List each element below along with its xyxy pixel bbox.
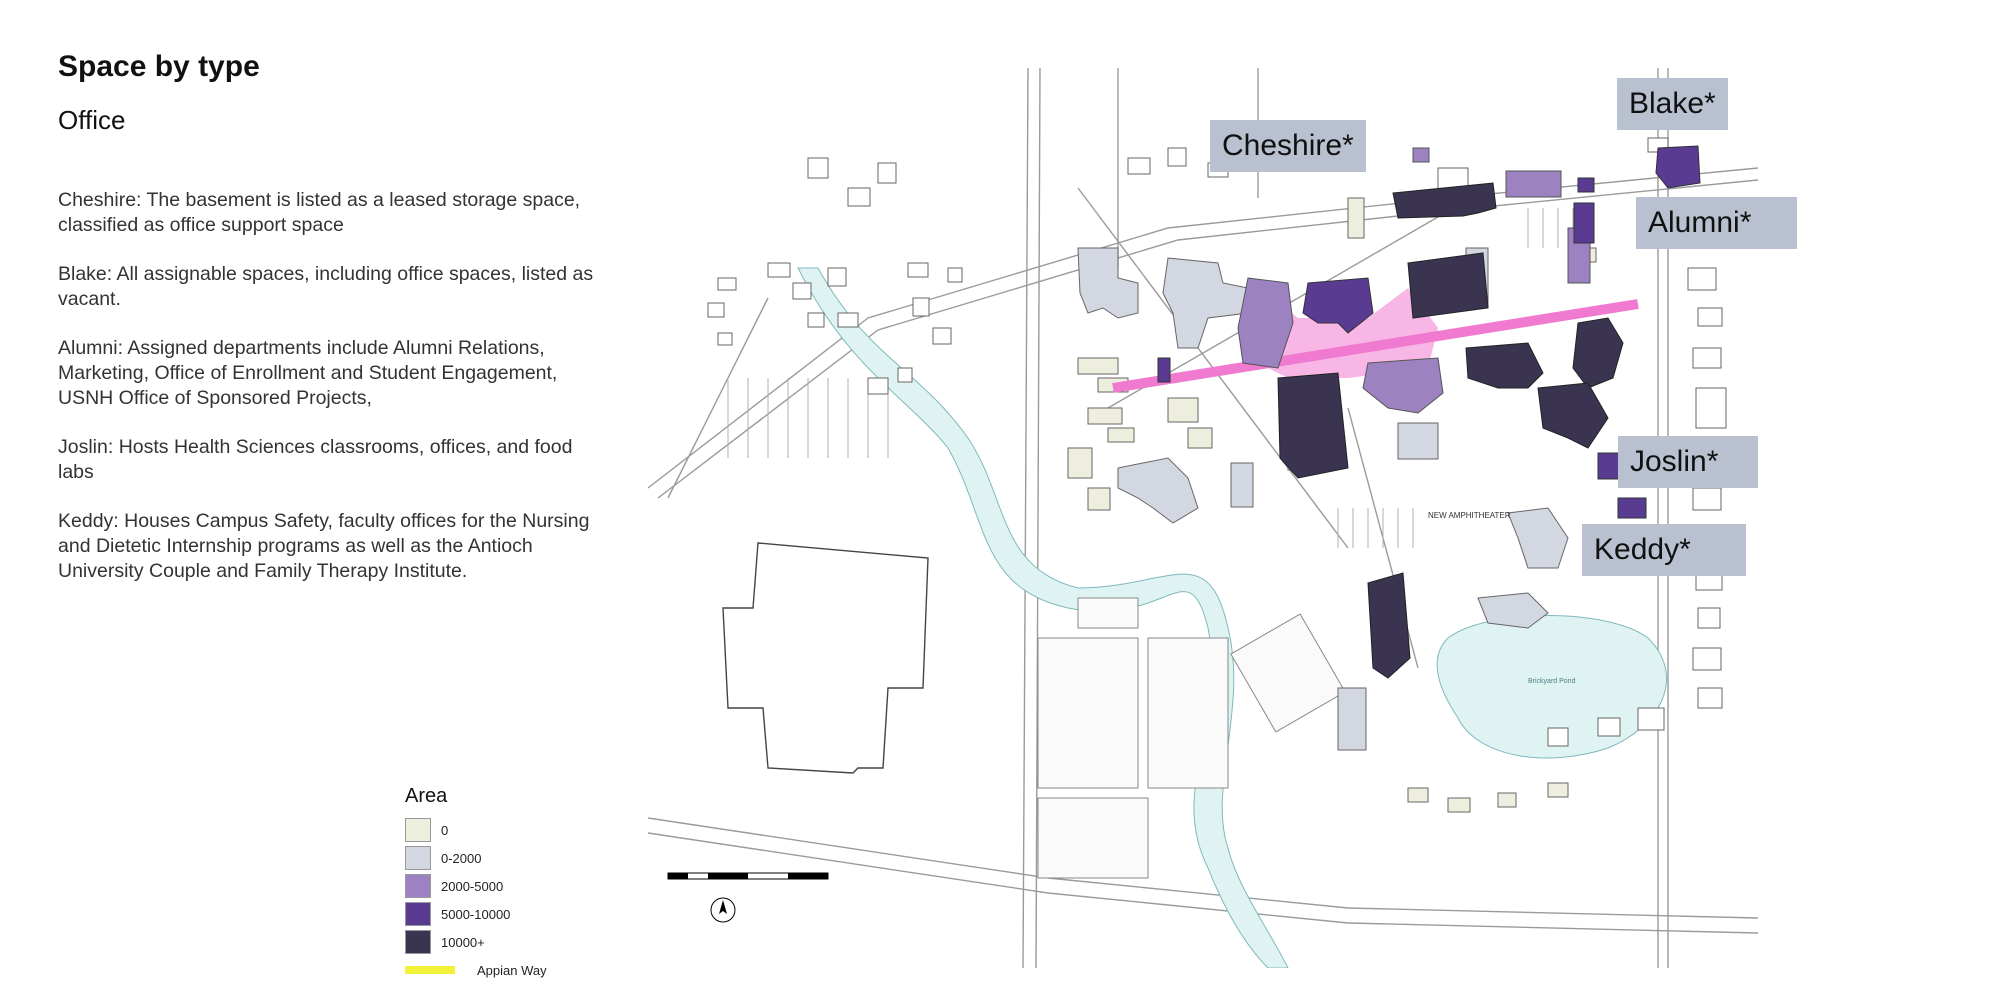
legend-label: 5000-10000 [441, 906, 511, 922]
legend-swatch [405, 930, 431, 954]
map-legend: Area 0 0-2000 2000-5000 5000-10000 10000… [405, 785, 547, 982]
large-building-outline [722, 542, 929, 774]
building-label-alumni: Alumni* [1636, 197, 1797, 249]
building-label-joslin: Joslin* [1618, 436, 1758, 488]
building-label-keddy: Keddy* [1582, 524, 1746, 576]
building-notes: Cheshire: The basement is listed as a le… [58, 188, 603, 608]
buildings-area-0 [1067, 197, 1597, 813]
note-keddy: Keddy: Houses Campus Safety, faculty off… [58, 510, 590, 582]
note-cheshire: Cheshire: The basement is listed as a le… [58, 189, 581, 236]
legend-item: 10000+ [405, 928, 547, 956]
legend-item: 0 [405, 816, 547, 844]
legend-label: 10000+ [441, 934, 485, 950]
sports-fields [1037, 597, 1346, 879]
legend-label: 0-2000 [441, 850, 482, 866]
legend-swatch [405, 846, 431, 870]
road-swatch [405, 966, 455, 974]
legend-title: Area [405, 785, 448, 807]
pond-label: Brickyard Pond [1528, 678, 1576, 685]
north-arrow-icon [710, 897, 736, 923]
buildings-area-5000-10000 [1157, 145, 1701, 519]
scale-bar [667, 872, 829, 880]
legend-road: Appian Way [405, 958, 547, 982]
legend-swatch [405, 818, 431, 842]
small-buildings [707, 107, 1727, 747]
building-label-blake: Blake* [1617, 78, 1728, 130]
river [797, 267, 1289, 968]
campus-map[interactable]: NEW AMPHITHEATER Brickyard Pond [648, 68, 1758, 968]
buildings-area-10000-plus [1277, 182, 1624, 679]
appian-way-highlight [1112, 299, 1639, 393]
legend-swatch [405, 874, 431, 898]
legend-label: 2000-5000 [441, 878, 504, 894]
legend-road-label: Appian Way [477, 962, 547, 978]
legend-item: 2000-5000 [405, 872, 547, 900]
note-alumni: Alumni: Assigned departments include Alu… [58, 337, 558, 409]
page-title: Space by type [58, 50, 260, 83]
legend-label: 0 [441, 822, 449, 838]
map-parking [727, 208, 1589, 548]
building-label-cheshire: Cheshire* [1210, 120, 1366, 172]
page-subtitle: Office [58, 105, 126, 135]
note-joslin: Joslin: Hosts Health Sciences classrooms… [58, 436, 573, 483]
legend-item: 0-2000 [405, 844, 547, 872]
legend-swatch [405, 902, 431, 926]
amphitheater-label: NEW AMPHITHEATER [1428, 511, 1511, 520]
note-blake: Blake: All assignable spaces, including … [58, 263, 594, 310]
buildings-area-2000-5000 [1237, 147, 1591, 414]
legend-item: 5000-10000 [405, 900, 547, 928]
